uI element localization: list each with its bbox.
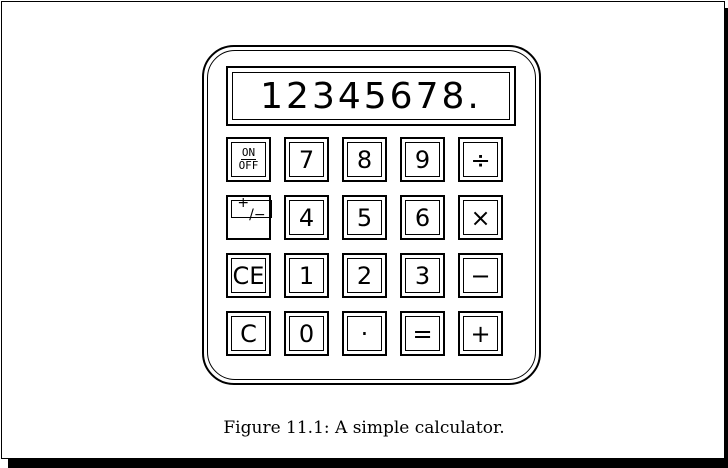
minus-button[interactable]: − <box>458 253 503 298</box>
plus-icon: + <box>463 316 498 351</box>
equals-button[interactable]: = <box>400 311 445 356</box>
equals-icon: = <box>405 316 440 351</box>
key-5-label: 5 <box>347 200 382 235</box>
decimal-button[interactable]: · <box>342 311 387 356</box>
calculator-display: 12345678. <box>226 66 516 126</box>
frame-shadow-bottom <box>8 459 728 468</box>
display-readout: 12345678. <box>232 72 510 120</box>
key-9-label: 9 <box>405 142 440 177</box>
key-3-button[interactable]: 3 <box>400 253 445 298</box>
key-7-button[interactable]: 7 <box>284 137 329 182</box>
key-2-label: 2 <box>347 258 382 293</box>
key-4-label: 4 <box>289 200 324 235</box>
key-4-button[interactable]: 4 <box>284 195 329 240</box>
divide-button[interactable]: ÷ <box>458 137 503 182</box>
divide-icon: ÷ <box>463 142 498 177</box>
on-off-button[interactable]: ON OFF <box>226 137 271 182</box>
key-9-button[interactable]: 9 <box>400 137 445 182</box>
key-6-button[interactable]: 6 <box>400 195 445 240</box>
plus-minus-plus-part: + <box>237 195 249 211</box>
multiply-icon: × <box>463 200 498 235</box>
off-label: OFF <box>238 160 260 172</box>
key-2-button[interactable]: 2 <box>342 253 387 298</box>
key-6-label: 6 <box>405 200 440 235</box>
plus-minus-button[interactable]: +/− <box>226 195 271 240</box>
clear-label: C <box>231 316 266 351</box>
plus-button[interactable]: + <box>458 311 503 356</box>
clear-entry-button[interactable]: CE <box>226 253 271 298</box>
clear-button[interactable]: C <box>226 311 271 356</box>
on-off-label: ON OFF <box>231 142 266 177</box>
key-5-button[interactable]: 5 <box>342 195 387 240</box>
multiply-button[interactable]: × <box>458 195 503 240</box>
key-8-label: 8 <box>347 142 382 177</box>
minus-icon: − <box>463 258 498 293</box>
key-1-label: 1 <box>289 258 324 293</box>
plus-minus-minus-part: /− <box>249 207 265 223</box>
key-3-label: 3 <box>405 258 440 293</box>
decimal-point-icon: · <box>347 316 382 351</box>
key-0-label: 0 <box>289 316 324 351</box>
plus-minus-icon: +/− <box>231 200 272 218</box>
figure-caption: Figure 11.1: A simple calculator. <box>0 418 728 438</box>
key-8-button[interactable]: 8 <box>342 137 387 182</box>
clear-entry-label: CE <box>231 258 266 293</box>
key-7-label: 7 <box>289 142 324 177</box>
key-0-button[interactable]: 0 <box>284 311 329 356</box>
key-1-button[interactable]: 1 <box>284 253 329 298</box>
